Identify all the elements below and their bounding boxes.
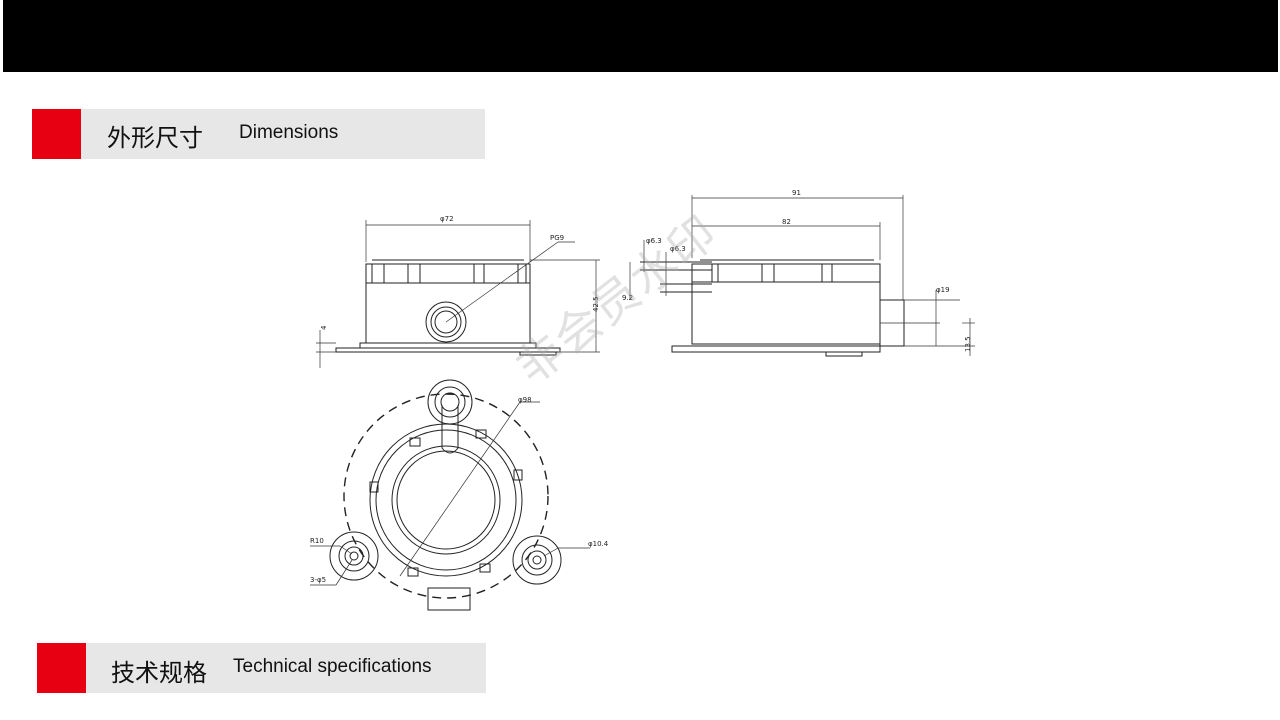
dim-h9-2: 9.2 bbox=[622, 294, 633, 302]
dim-h4: 4 bbox=[320, 325, 328, 330]
top-view: φ98 R10 3-φ5 φ10.4 bbox=[310, 379, 609, 611]
section-header-specs: 技术规格 Technical specifications bbox=[37, 643, 486, 693]
accent-block bbox=[32, 109, 81, 159]
dim-w82: 82 bbox=[782, 218, 791, 226]
accent-block bbox=[37, 643, 86, 693]
dim-d10-4: φ10.4 bbox=[588, 540, 609, 548]
dim-d98: φ98 bbox=[518, 396, 532, 404]
dim-holes: 3-φ5 bbox=[310, 576, 326, 584]
dim-d19: φ19 bbox=[936, 286, 950, 294]
section-header-dimensions: 外形尺寸 Dimensions bbox=[32, 109, 485, 159]
section-title-en: Technical specifications bbox=[233, 656, 432, 677]
section-title-en: Dimensions bbox=[239, 122, 339, 143]
top-bar bbox=[3, 0, 1278, 72]
dim-d6-3a: φ6.3 bbox=[646, 237, 662, 245]
section-title-zh: 技术规格 bbox=[111, 659, 207, 687]
dim-d72: φ72 bbox=[440, 215, 454, 223]
dim-h42-5: 42.5 bbox=[592, 296, 600, 312]
dim-r10: R10 bbox=[310, 537, 324, 545]
section-title-zh: 外形尺寸 bbox=[107, 124, 203, 152]
dim-w91: 91 bbox=[792, 189, 801, 197]
side-view: 91 82 φ19 13.5 φ6.3 φ6.3 9.2 bbox=[622, 189, 975, 357]
dim-d6-3b: φ6.3 bbox=[670, 245, 686, 253]
dim-pg9: PG9 bbox=[550, 234, 564, 242]
front-view: φ72 PG9 42.5 4 bbox=[316, 215, 600, 368]
dim-h13-5: 13.5 bbox=[964, 336, 972, 352]
